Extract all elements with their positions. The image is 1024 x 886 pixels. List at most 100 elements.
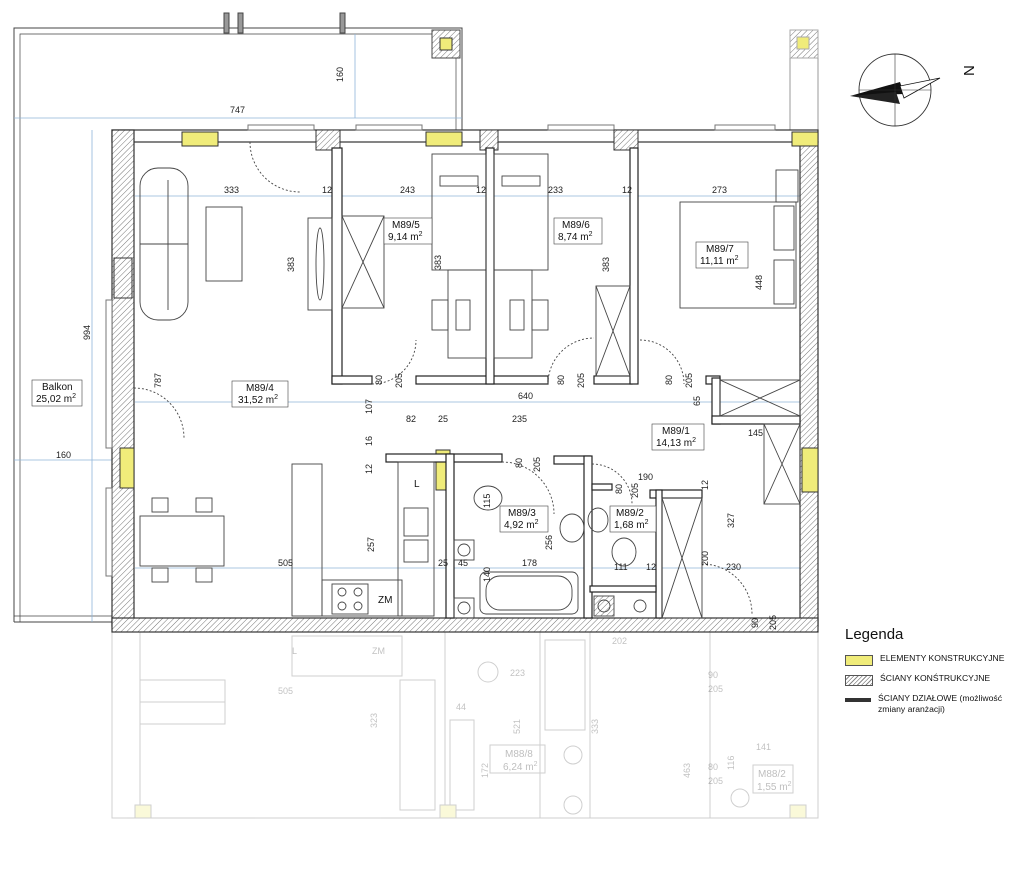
dim-205c: 205 bbox=[684, 373, 694, 388]
desk bbox=[447, 269, 487, 359]
dim-235: 235 bbox=[512, 414, 527, 424]
ghost-dim-223: 223 bbox=[510, 668, 525, 678]
dim-205a: 205 bbox=[394, 373, 404, 388]
dim-160b: 160 bbox=[56, 450, 71, 460]
room-balkon-label: Balkon bbox=[42, 382, 73, 393]
room-m89-1-label: M89/1 bbox=[662, 426, 690, 437]
dim-787: 787 bbox=[153, 373, 163, 388]
desk bbox=[493, 269, 533, 359]
dining-table bbox=[139, 515, 225, 567]
ghost-dim-44: 44 bbox=[456, 702, 466, 712]
dim-115: 115 bbox=[482, 494, 492, 508]
compass-north-label: N bbox=[961, 65, 978, 76]
dim-82: 82 bbox=[406, 414, 416, 424]
dim-140: 140 bbox=[482, 567, 492, 582]
room-m89-5-label: M89/5 bbox=[392, 220, 420, 231]
room-m89-1-area: 14,13 m2 bbox=[656, 437, 696, 449]
kitchen-counter-bottom bbox=[321, 579, 403, 617]
ghost-room-m88-2-area: 1,55 m2 bbox=[757, 781, 792, 793]
wardrobe bbox=[341, 215, 385, 309]
ghost-dim-116: 116 bbox=[726, 756, 736, 770]
dim-448: 448 bbox=[754, 275, 764, 290]
bed bbox=[493, 153, 549, 271]
ghost-room-m88-8-area: 6,24 m2 bbox=[503, 761, 538, 773]
room-labels: Balkon 25,02 m2 M89/4 31,52 m2 M89/5 9,1… bbox=[31, 217, 749, 606]
dim-178: 178 bbox=[522, 558, 537, 568]
dim-505: 505 bbox=[278, 558, 293, 568]
ghost-dim-141: 141 bbox=[756, 742, 771, 752]
dim-12e: 12 bbox=[700, 480, 710, 490]
dim-333: 333 bbox=[224, 185, 239, 195]
ghost-zm: ZM bbox=[372, 646, 385, 656]
ghost-dim-205a: 205 bbox=[708, 684, 723, 694]
dim-12d: 12 bbox=[364, 464, 374, 474]
room-m89-5-area: 9,14 m2 bbox=[388, 231, 423, 243]
legend-title: Legenda bbox=[845, 626, 904, 643]
room-m89-4-area: 31,52 m2 bbox=[238, 394, 278, 406]
bathtub bbox=[479, 571, 579, 615]
ghost-dim-90: 90 bbox=[708, 670, 718, 680]
dim-190: 190 bbox=[638, 472, 653, 482]
structural-wall-swatch bbox=[845, 675, 873, 686]
legend-item-label: ELEMENTY KONSTRUKCYJNE bbox=[880, 653, 1005, 663]
ghost-dim-463: 463 bbox=[682, 763, 692, 778]
double-bed bbox=[679, 201, 797, 309]
dim-233: 233 bbox=[548, 185, 563, 195]
dim-12b: 12 bbox=[476, 185, 486, 195]
hall-wardrobe bbox=[719, 379, 801, 417]
ghost-room-m88-2-label: M88/2 bbox=[758, 769, 786, 780]
ghost-dim-202: 202 bbox=[612, 636, 627, 646]
kitchen-island bbox=[291, 463, 323, 617]
balcony bbox=[13, 12, 819, 623]
ghost-dim-205b: 205 bbox=[708, 776, 723, 786]
dim-747: 747 bbox=[230, 105, 245, 115]
room-m89-3-label: M89/3 bbox=[508, 508, 536, 519]
bed bbox=[431, 153, 487, 271]
wardrobe bbox=[595, 285, 631, 377]
dimension-lines bbox=[14, 34, 800, 622]
room-m89-4-label: M89/4 bbox=[246, 383, 274, 394]
dim-80c: 80 bbox=[664, 375, 674, 385]
sink bbox=[587, 507, 609, 533]
dim-205e: 205 bbox=[630, 483, 640, 498]
legend-item-label: ŚCIANY DZIAŁOWE (możliwość zmiany aranża… bbox=[878, 693, 1002, 714]
dim-205d: 205 bbox=[532, 457, 542, 472]
dim-80b: 80 bbox=[556, 375, 566, 385]
dim-383a: 383 bbox=[286, 257, 296, 272]
partition-wall-swatch bbox=[845, 698, 871, 702]
exterior-walls bbox=[105, 124, 819, 633]
dim-111: 111 bbox=[614, 562, 628, 572]
dim-205f: 205 bbox=[768, 615, 778, 630]
room-m89-2-label: M89/2 bbox=[616, 508, 644, 519]
room-m89-7-label: M89/7 bbox=[706, 244, 734, 255]
dim-256: 256 bbox=[544, 535, 554, 550]
room-m89-7-area: 11,11 m2 bbox=[700, 255, 739, 267]
ghost-fridge: L bbox=[292, 646, 297, 656]
room-m89-6-label: M89/6 bbox=[562, 220, 590, 231]
room-m89-3-area: 4,92 m2 bbox=[504, 519, 539, 531]
dim-16: 16 bbox=[364, 436, 374, 446]
furniture bbox=[133, 141, 801, 619]
room-balkon-area: 25,02 m2 bbox=[36, 393, 76, 405]
dim-25b: 25 bbox=[438, 558, 448, 568]
dim-205b: 205 bbox=[576, 373, 586, 388]
kitchen-counter-side bbox=[397, 461, 435, 617]
dim-80e: 80 bbox=[614, 484, 624, 494]
dim-383c: 383 bbox=[601, 257, 611, 272]
zm-label: ZM bbox=[378, 595, 392, 606]
partition-walls bbox=[331, 147, 801, 619]
ghost-dim-505: 505 bbox=[278, 686, 293, 696]
room-m89-6-area: 8,74 m2 bbox=[558, 231, 593, 243]
ghost-dim-172: 172 bbox=[480, 763, 490, 778]
dim-65: 65 bbox=[692, 396, 702, 406]
dim-230: 230 bbox=[726, 562, 741, 572]
fridge-label: L bbox=[414, 479, 420, 490]
legend: Legenda ELEMENTY KONSTRUKCYJNE ŚCIANY KO… bbox=[845, 626, 1020, 722]
dim-243: 243 bbox=[400, 185, 415, 195]
dim-273: 273 bbox=[712, 185, 727, 195]
dim-257: 257 bbox=[366, 537, 376, 552]
legend-item: ŚCIANY DZIAŁOWE (możliwość zmiany aranża… bbox=[845, 693, 1020, 715]
dim-25a: 25 bbox=[438, 414, 448, 424]
toilet bbox=[611, 537, 637, 567]
